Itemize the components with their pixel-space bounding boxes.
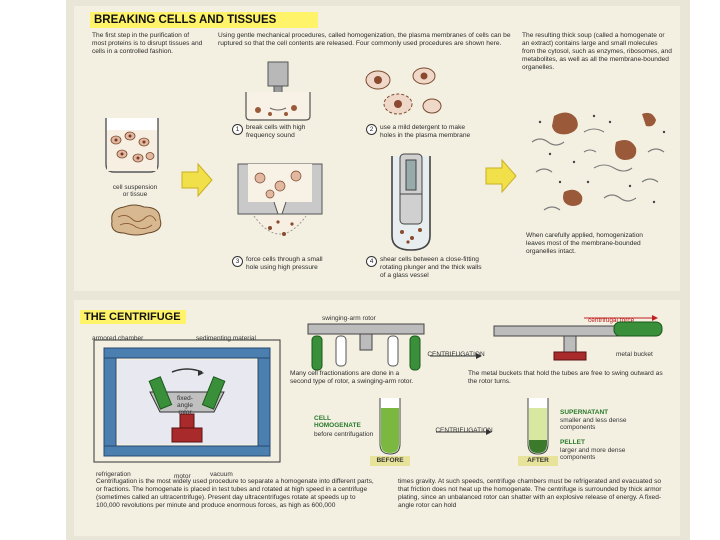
before-centrifugation-label: before centrifugation — [314, 430, 374, 438]
step-3-text: force cells through a small hole using h… — [246, 256, 323, 271]
vacuum-label: vacuum — [210, 470, 233, 478]
many-fractionations-text: Many cell fractionations are done in a s… — [290, 370, 414, 385]
step-1-text: break cells with high frequency sound — [246, 124, 306, 139]
step-1-number: 1 — [232, 124, 243, 135]
breaking-cells-panel — [74, 6, 680, 291]
arrow-right-icon-2 — [485, 158, 517, 194]
conclusion-text: When carefully applied, homogenization l… — [526, 232, 643, 255]
centrifuge-main-text: Centrifugation is the most widely used p… — [96, 478, 374, 509]
centrifuge-right-text: times gravity. At such speeds, centrifug… — [398, 478, 662, 509]
methods-intro-text: Using gentle mechanical procedures, call… — [218, 32, 511, 47]
buckets-text: The metal buckets that hold the tubes ar… — [468, 370, 663, 385]
before-badge: BEFORE — [370, 456, 410, 466]
step-2-text: use a mild detergent to make holes in th… — [380, 124, 471, 139]
result-text: The resulting thick soup (called a homog… — [522, 32, 672, 71]
centrifugal-force-label: centrifugal force — [588, 316, 635, 324]
supernatant-label: SUPERNATANT — [560, 408, 609, 416]
beaker-icon — [105, 118, 159, 173]
press-icon — [237, 163, 323, 236]
cell-homogenate-label: CELL HOMOGENATE — [314, 414, 361, 429]
sedimenting-material-label: sedimenting material — [196, 334, 256, 342]
centrifuge-title: THE CENTRIFUGE — [80, 310, 186, 324]
centrifuge-icon — [93, 339, 281, 463]
homogenizer-icon — [391, 153, 431, 251]
brain-tissue-icon — [111, 204, 162, 236]
step-3-number: 3 — [232, 256, 243, 267]
tube-before-icon — [379, 398, 401, 455]
homogenate-icon — [531, 112, 666, 211]
after-badge: AFTER — [518, 456, 558, 466]
armored-chamber-label: armored chamber — [92, 334, 144, 342]
centrifugation-arrow-icon — [430, 353, 482, 359]
step-2-number: 2 — [366, 124, 377, 135]
swinging-arm-rotor-label: swinging-arm rotor — [322, 314, 376, 322]
intro-text: The first step in the purification of mo… — [92, 32, 203, 55]
refrigeration-label: refrigeration — [96, 470, 131, 478]
probe-icon — [245, 61, 311, 121]
centrifugation-label-top: CENTRIFUGATION — [427, 350, 485, 358]
rotor-icon — [307, 323, 425, 371]
breaking-cells-title: BREAKING CELLS AND TISSUES — [90, 12, 318, 28]
motor-label: motor — [174, 472, 191, 480]
pellet-label: PELLET — [560, 438, 585, 446]
step-4-text: shear cells between a close-fitting rota… — [380, 256, 482, 279]
pellet-desc: larger and more dense components — [560, 446, 626, 461]
detergent-cells-icon — [365, 67, 442, 115]
supernatant-desc: smaller and less dense components — [560, 416, 627, 431]
centrifugation-label-bottom: CENTRIFUGATION — [435, 426, 493, 434]
rotor-label: fixed-angle rotor — [177, 394, 193, 416]
arrow-right-icon — [181, 162, 213, 198]
step-4-number: 4 — [366, 256, 377, 267]
metal-bucket-label: metal bucket — [616, 350, 653, 358]
tube-after-icon — [527, 398, 549, 455]
centrifugation-arrow-icon-2 — [436, 429, 492, 435]
cell-suspension-label: cell suspension or tissue — [112, 183, 158, 198]
rotating-tube-icon — [493, 315, 663, 361]
